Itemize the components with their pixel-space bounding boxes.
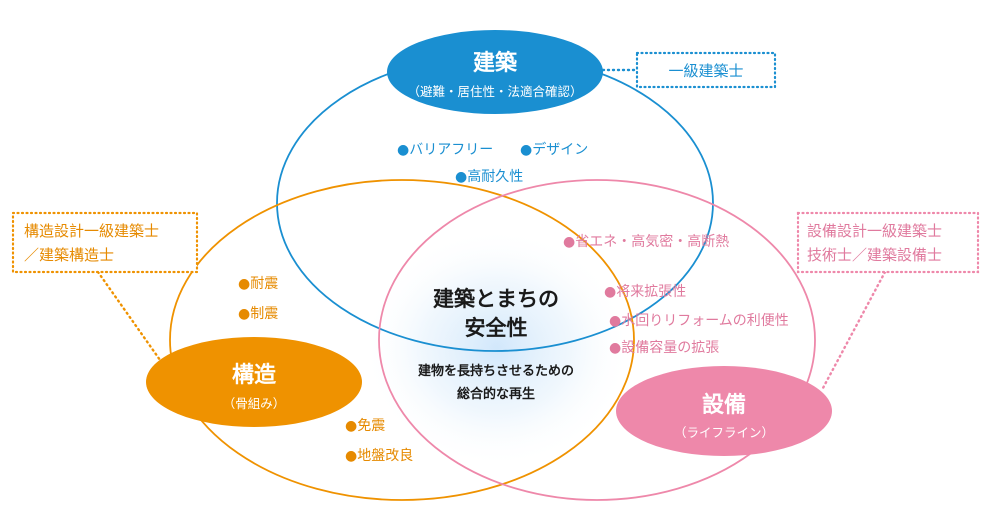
equipment-license-connector: [821, 270, 887, 390]
structure-point: ●耐震: [238, 276, 278, 292]
structure-title: 構造: [232, 362, 276, 388]
equipment-license-line1: 設備設計一級建築士: [807, 222, 942, 240]
equipment-license-box: [796, 211, 980, 274]
architecture-title: 建築: [473, 50, 518, 76]
center-subtitle-line2: 総合的な再生: [457, 386, 535, 402]
structure-circle: [169, 179, 635, 501]
structure-license-box: [11, 211, 199, 274]
architecture-label-ellipse: [387, 30, 603, 114]
equipment-point: ●将来拡張性: [604, 284, 686, 300]
equipment-circle: [378, 179, 816, 501]
center-subtitle-line1: 建物を長持ちさせるための: [418, 363, 574, 379]
structure-license-line1: 構造設計一級建築士: [24, 222, 159, 240]
equipment-point: ●設備容量の拡張: [609, 339, 719, 356]
equipment-license-line2: 技術士／建築設備士: [807, 246, 942, 264]
structure-license-connector: [96, 270, 162, 362]
structure-subtitle: （骨組み）: [223, 396, 286, 411]
structure-point: ●地盤改良: [345, 448, 413, 464]
architecture-license-box: [635, 51, 777, 89]
architecture-point: ●高耐久性: [455, 168, 523, 185]
structure-label-ellipse: [146, 337, 362, 427]
architecture-point: ●デザイン: [520, 141, 588, 158]
center-title-line2: 安全性: [465, 316, 528, 340]
equipment-point: ●省エネ・高気密・高断熱: [563, 233, 729, 250]
center-title-line1: 建築とまちの: [433, 287, 559, 311]
center-glow: [362, 228, 632, 468]
structure-point: ●免震: [345, 418, 385, 434]
structure-license-line2: ／建築構造士: [24, 246, 114, 264]
architecture-license: 一級建築士: [668, 62, 743, 80]
equipment-label-ellipse: [616, 366, 832, 456]
architecture-subtitle: （避難・居住性・法適合確認）: [407, 84, 582, 99]
equipment-point: ●水回りリフォームの利便性: [609, 313, 789, 329]
architecture-point: ●バリアフリー: [397, 142, 493, 158]
structure-point: ●制震: [238, 306, 278, 322]
equipment-subtitle: （ライフライン）: [674, 425, 774, 440]
equipment-title: 設備: [702, 392, 746, 418]
